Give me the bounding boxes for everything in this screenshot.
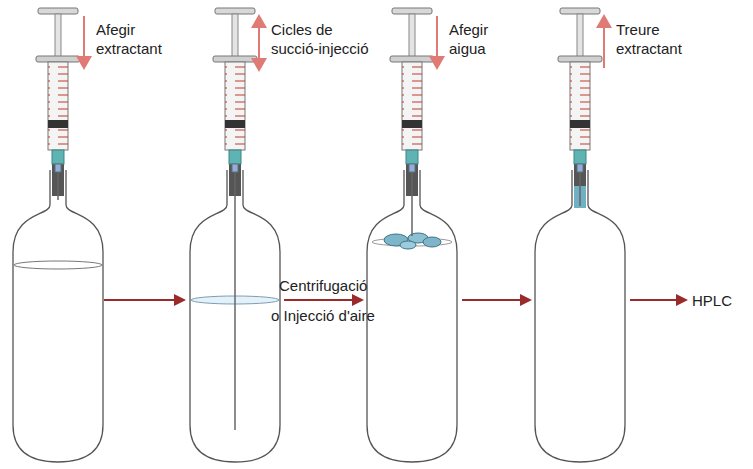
process-label: Centrifugació — [279, 276, 367, 295]
step-label: Treure extractant — [616, 20, 706, 58]
process-label: o Injecció d'aire — [271, 306, 375, 325]
step-label: Afegir extractant — [96, 20, 176, 58]
step-label: Cicles de succió-injecció — [271, 20, 371, 58]
output-label: HPLC — [692, 291, 732, 310]
step-label: Afegir aigua — [449, 20, 509, 58]
